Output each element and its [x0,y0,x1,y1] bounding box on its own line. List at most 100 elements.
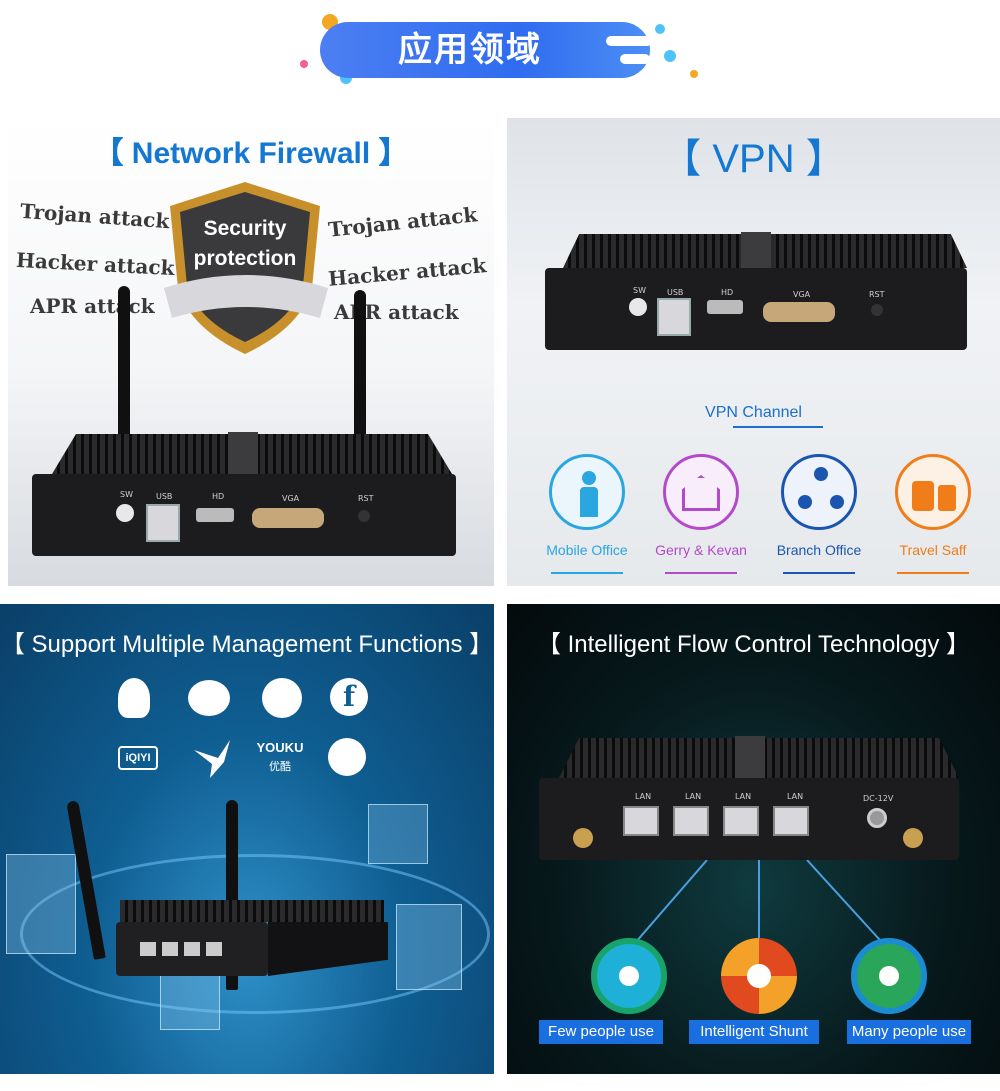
lan-port [162,942,178,956]
youku-sub-label: 优酷 [269,760,291,773]
attack-label: APR attack [30,294,155,318]
heatsink-ridge [741,232,771,268]
dc-power-jack [867,808,887,828]
lan-port [623,806,659,836]
facebook-icon: f [330,678,368,716]
antenna-connector [573,828,593,848]
port-label: SW [633,286,646,295]
antenna [118,286,130,436]
panel-title: 【 Intelligent Flow Control Technology 】 [536,631,971,658]
few-people-icon [591,938,667,1014]
usb-port [657,298,691,336]
vpn-item-underline [551,572,623,574]
panel-flow-control: 【 Intelligent Flow Control Technology 】 … [507,604,1000,1074]
decor-dot [655,24,665,34]
vga-port [252,508,324,528]
connection-lines [628,860,890,951]
banner-title: 应用领域 [398,30,542,70]
port-label: USB [156,492,173,501]
hdmi-port [707,300,743,314]
power-button[interactable] [629,298,647,316]
attack-label: Trojan attack [327,202,479,242]
port-label: RST [358,494,374,503]
decor-dot [664,50,676,62]
port-label: HD [212,492,225,501]
port-label: DC-12V [863,794,894,803]
tag-intelligent-shunt: Intelligent Shunt [689,1020,819,1044]
section-banner: 应用领域 [0,0,1000,100]
lan-port [773,806,809,836]
port-label: USB [667,288,684,297]
panel-title: 【 Support Multiple Management Functions … [0,631,494,658]
chart-panel [160,974,220,1030]
person-icon [549,454,625,530]
shield-icon [164,182,328,354]
shunt-icon [721,938,797,1014]
mini-pc-front [32,474,456,556]
home-icon [663,454,739,530]
lan-port [140,942,156,956]
map-panel [396,904,462,990]
port-label: VGA [793,290,811,299]
youku-icon: YOUKU [256,740,304,755]
tencent-video-icon [328,738,366,776]
vpn-item-label: Gerry & Kevan [655,542,747,558]
network-ring [20,854,490,1014]
panel-title: 【 Network Firewall 】 [93,137,409,170]
lan-port [206,942,222,956]
attack-label: Hacker attack [15,247,176,281]
decor-dot [300,60,308,68]
lan-port [723,806,759,836]
vpn-channel-label: VPN Channel [705,404,802,421]
port-label: RST [869,290,885,299]
port-label: LAN [787,792,804,801]
heatsink-ridge [228,432,258,474]
vpn-item-label: Travel Saff [899,542,967,558]
wechat-icon [188,680,230,716]
port-label: LAN [635,792,652,801]
lan-port [673,806,709,836]
vpn-item-underline [783,572,855,574]
branch-network-icon [781,454,857,530]
antenna-connector [903,828,923,848]
mini-pc-front [545,268,967,350]
shield-text: Security protection [193,217,297,270]
panel-title: 【 VPN 】 [661,137,846,181]
decor-bar [620,54,650,64]
qq-icon [118,678,150,718]
many-people-icon [851,938,927,1014]
antenna [354,290,366,438]
panel-vpn: 【 VPN 】 SW USB HD VGA RST VPN Channel Mo… [507,118,1000,586]
heatsink-ridge [735,736,765,778]
vpn-item-label: Branch Office [776,542,862,558]
hdmi-port [196,508,234,522]
luggage-icon [895,454,971,530]
panel-network-firewall: 【 Network Firewall 】 Trojan attack Hacke… [8,118,494,586]
attack-label: Trojan attack [19,198,171,234]
decor-dot [690,70,698,78]
attack-label: APR attack [334,300,459,324]
vpn-item-label: Mobile Office [546,542,628,558]
tag-few-people: Few people use [539,1020,663,1044]
heatsink-fins [120,900,384,922]
decor-bar [606,36,652,46]
power-button[interactable] [116,504,134,522]
vpn-item-underline [665,572,737,574]
iqiyi-icon: iQIYI [118,746,158,770]
vpn-item-underline [897,572,969,574]
port-label: SW [120,490,133,499]
reset-button [358,510,370,522]
reset-button [871,304,883,316]
vga-port [763,302,835,322]
vpn-channel-underline [733,426,823,428]
port-label: LAN [685,792,702,801]
port-label: LAN [735,792,752,801]
weibo-icon [262,678,302,718]
usb-port [146,504,180,542]
attack-label: Hacker attack [327,253,488,291]
monitor-panel [368,804,428,864]
port-label: HD [721,288,734,297]
server-panel [6,854,76,954]
banner-pill [320,22,650,78]
port-label: VGA [282,494,300,503]
